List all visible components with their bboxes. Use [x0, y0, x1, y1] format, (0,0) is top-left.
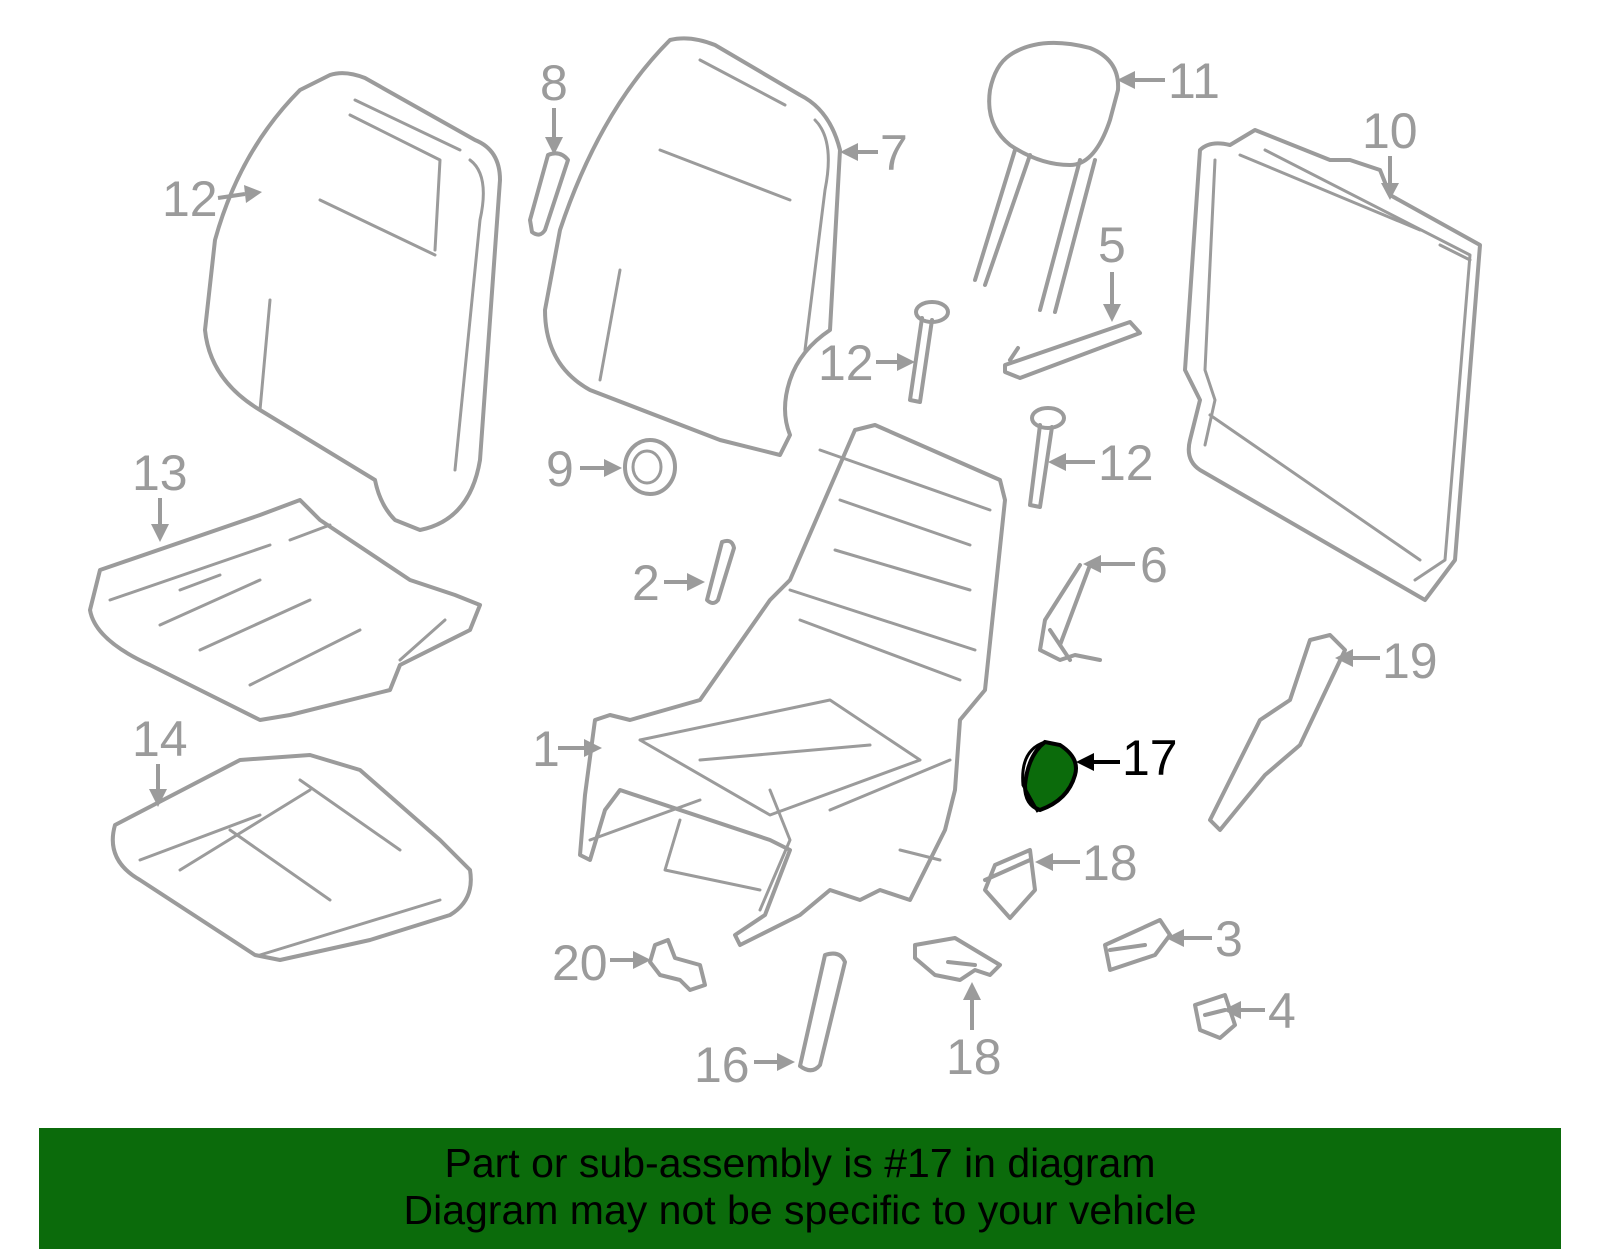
callout-label-18: 18 — [946, 1029, 1002, 1085]
part-1-seat-frame — [578, 423, 1007, 947]
part-10-back-panel — [1183, 128, 1482, 602]
callout-8: 8 — [540, 55, 568, 155]
callout-label: 8 — [540, 55, 568, 111]
callout-label: 11 — [1168, 53, 1220, 109]
callout-label: 13 — [132, 445, 188, 501]
callout-label: 12 — [818, 335, 874, 391]
callout-label: 18 — [1082, 835, 1138, 891]
callout-label: 6 — [1140, 537, 1168, 593]
callout-7: 7 — [840, 125, 908, 181]
part-12-guide-lower — [1028, 406, 1066, 509]
part-4-clip — [1193, 993, 1237, 1040]
callout-label: 16 — [694, 1037, 750, 1093]
callout-label: 5 — [1098, 217, 1126, 273]
callout-5: 5 — [1098, 217, 1126, 322]
callout-13: 12 — [162, 171, 262, 227]
part-20-side-trim — [1208, 633, 1347, 832]
callout-19: 18 — [1035, 835, 1138, 891]
callout-3: 3 — [1166, 911, 1243, 967]
part-18-trim — [913, 936, 1002, 982]
callout-17-highlighted: 17 — [1076, 730, 1178, 786]
callout-2: 2 — [632, 555, 705, 611]
callout-9: 9 — [546, 441, 622, 497]
part-15-cushion-pad — [110, 753, 473, 962]
part-21-clip — [648, 938, 707, 992]
callout-12-upper: 12 — [818, 335, 915, 391]
callout-18: 17 18 — [946, 982, 1002, 1085]
part-7-seat-back-cover — [543, 36, 842, 457]
part-8-trim-strip — [528, 151, 570, 237]
part-16-trim-strip — [798, 951, 847, 1073]
callout-1: 1 — [532, 721, 602, 777]
callout-label: 9 — [546, 441, 574, 497]
part-14-cushion-cover — [88, 498, 482, 722]
callout-label: 12 — [162, 171, 218, 227]
callout-label: 3 — [1215, 911, 1243, 967]
callout-4: 4 — [1223, 983, 1296, 1039]
callout-label: 17 — [1122, 730, 1178, 786]
callout-label: 2 — [632, 555, 660, 611]
part-6-wire-bracket — [1038, 563, 1102, 662]
part-13-seat-back-pad — [203, 71, 502, 532]
callout-14: 13 — [132, 445, 188, 542]
callout-10: 10 — [1362, 103, 1418, 200]
callout-label: 1 — [532, 721, 560, 777]
callout-20: 19 — [1335, 633, 1438, 689]
callout-6: 6 — [1083, 537, 1168, 593]
banner-line-part: Part or sub-assembly is #17 in diagram — [444, 1140, 1156, 1186]
callout-label: 12 — [1098, 435, 1154, 491]
info-banner: Part or sub-assembly is #17 in diagram D… — [39, 1128, 1561, 1249]
part-5-bracket — [1003, 320, 1142, 380]
part-3-bracket — [1103, 918, 1172, 972]
callout-label: 4 — [1268, 983, 1296, 1039]
callout-11: 11 — [1117, 53, 1220, 109]
callout-16: 16 — [694, 1037, 795, 1093]
callout-label: 7 — [880, 125, 908, 181]
banner-line-disclaimer: Diagram may not be specific to your vehi… — [403, 1187, 1197, 1233]
callout-label: 20 — [552, 935, 608, 991]
callout-label: 14 — [132, 711, 188, 767]
callout-12-lower: 12 — [1048, 435, 1154, 491]
callout-15: 14 — [132, 711, 188, 807]
part-2-trim — [705, 538, 736, 605]
part-19-cover — [983, 848, 1037, 920]
callout-label: 10 — [1362, 103, 1418, 159]
callout-label: 19 — [1382, 633, 1438, 689]
part-11-headrest — [973, 40, 1121, 314]
part-12-guide-upper — [908, 300, 950, 404]
callout-21: 20 — [552, 935, 651, 991]
part-17-cap-highlighted — [1021, 739, 1078, 813]
part-9-grommet — [623, 438, 677, 496]
